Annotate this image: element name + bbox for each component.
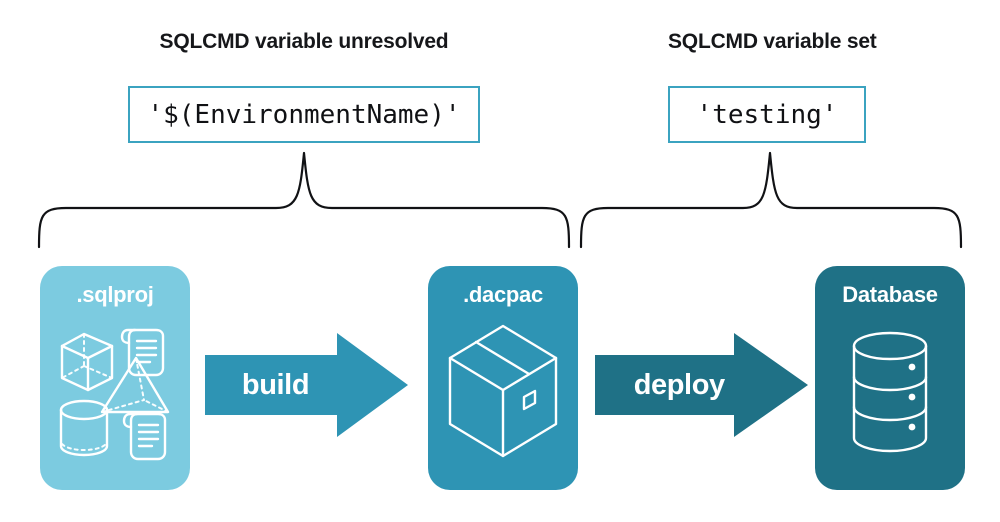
arrow-build-shape	[205, 333, 408, 437]
brace-set-scope	[579, 151, 963, 249]
artifact-label-sqlproj: .sqlproj	[76, 282, 154, 307]
artifact-label-database: Database	[842, 282, 938, 307]
artifact-dacpac: .dacpac	[428, 266, 578, 490]
package-box-icon	[448, 324, 558, 458]
heading-sqlcmd-variable-set: SQLCMD variable set	[668, 30, 877, 53]
brace-unresolved-scope	[37, 151, 571, 249]
arrow-build: build	[205, 330, 410, 440]
value-box-testing: 'testing'	[668, 86, 866, 143]
shapes-and-scripts-icon	[59, 328, 170, 461]
value-box-environment-name: '$(EnvironmentName)'	[128, 86, 480, 143]
artifact-sqlproj: .sqlproj	[40, 266, 190, 490]
artifact-label-dacpac: .dacpac	[463, 282, 543, 307]
arrow-deploy-shape	[595, 333, 808, 437]
database-cylinder-icon	[852, 331, 928, 453]
heading-sqlcmd-variable-unresolved: SQLCMD variable unresolved	[159, 30, 449, 53]
artifact-database: Database	[815, 266, 965, 490]
arrow-deploy: deploy	[595, 330, 810, 440]
